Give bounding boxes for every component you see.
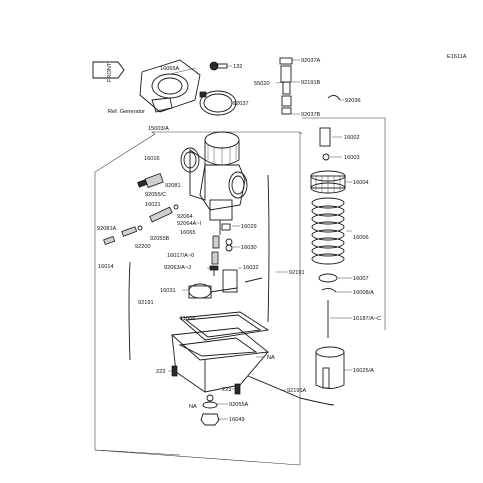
label-92191-left: 92191 <box>138 300 154 306</box>
throttle-spring-part <box>311 197 345 265</box>
label-16004: 16004 <box>353 180 369 186</box>
label-NA-2: NA <box>189 404 197 410</box>
label-16065A: 16065A <box>160 66 180 72</box>
carburetor-body-part <box>180 131 248 235</box>
needle-holder-part <box>318 273 338 293</box>
clamp-92037-part <box>199 90 237 116</box>
diagram-ref-code: E1611A <box>447 54 467 60</box>
assembly-frame <box>94 117 386 466</box>
float-part <box>188 269 263 299</box>
label-NA-1: NA <box>267 355 275 361</box>
label-92036: 92036 <box>345 98 361 104</box>
part-labels: 16065A 132 92037A 55020 92191B 92036 920… <box>97 58 381 423</box>
label-92064: 92064 <box>177 214 193 220</box>
label-92191A: 92191A <box>287 388 307 394</box>
label-16003: 16003 <box>344 155 360 161</box>
air-screw-part <box>149 204 179 223</box>
label-92064AI: 92064A~I <box>177 221 202 227</box>
label-92063AJ: 92063/A~J <box>164 265 191 271</box>
label-16049: 16049 <box>229 417 245 423</box>
label-92200: 92200 <box>135 244 151 250</box>
label-16187AC: 16187/A~C <box>353 316 381 322</box>
label-11009: 11009 <box>180 316 195 322</box>
label-15003A: 15003/A <box>148 126 169 132</box>
label-223-left: 223 <box>156 369 165 375</box>
label-16029: 16029 <box>241 224 257 230</box>
throttle-valve-part <box>315 346 345 389</box>
label-16007: 16007 <box>353 276 369 282</box>
starter-plunger-part <box>137 172 164 188</box>
label-16030: 16030 <box>241 245 257 251</box>
label-16014: 16014 <box>98 264 114 270</box>
front-arrow-icon: FRONT <box>92 61 125 82</box>
label-92037B: 92037B <box>301 112 321 118</box>
label-92055B: 92055B <box>150 236 170 242</box>
label-16016: 16016 <box>144 156 160 162</box>
label-92191: 92191 <box>289 270 305 276</box>
label-16065: 16065 <box>180 230 196 236</box>
label-92081: 92081 <box>165 183 181 189</box>
carb-top-cap-part <box>310 170 346 194</box>
front-badge: FRONT <box>107 62 113 82</box>
label-16032: 16032 <box>243 265 259 271</box>
label-55020: 55020 <box>254 81 270 87</box>
label-16025A: 16025/A <box>353 368 374 374</box>
label-ref-generator: Ref. Generator <box>108 109 145 115</box>
screw-16014-part <box>103 235 116 246</box>
label-132: 132 <box>233 64 242 70</box>
label-16017A0: 16017/A~0 <box>167 253 194 259</box>
float-bowl-part <box>170 327 270 402</box>
leader-lines <box>154 59 352 420</box>
idle-screw-part <box>121 225 143 237</box>
label-16008A: 16008/A <box>353 290 374 296</box>
screw-132-part <box>209 61 228 71</box>
label-16021: 16021 <box>145 202 161 208</box>
vent-hoses-part <box>128 174 335 406</box>
label-92055A: 92055A <box>229 402 249 408</box>
label-92081A: 92081A <box>97 226 117 232</box>
label-92037A: 92037A <box>301 58 321 64</box>
top-fittings-part <box>279 57 341 161</box>
label-16006: 16006 <box>353 235 369 241</box>
label-92037: 92037 <box>233 101 249 107</box>
label-16002: 16002 <box>344 135 360 141</box>
label-223-right: 223 <box>222 387 231 393</box>
label-16031: 16031 <box>160 288 176 294</box>
drain-plug-part <box>200 401 220 426</box>
label-92191B: 92191B <box>301 80 321 86</box>
inlet-adapter-part <box>139 59 201 113</box>
label-92055C: 92055/C <box>145 192 166 198</box>
